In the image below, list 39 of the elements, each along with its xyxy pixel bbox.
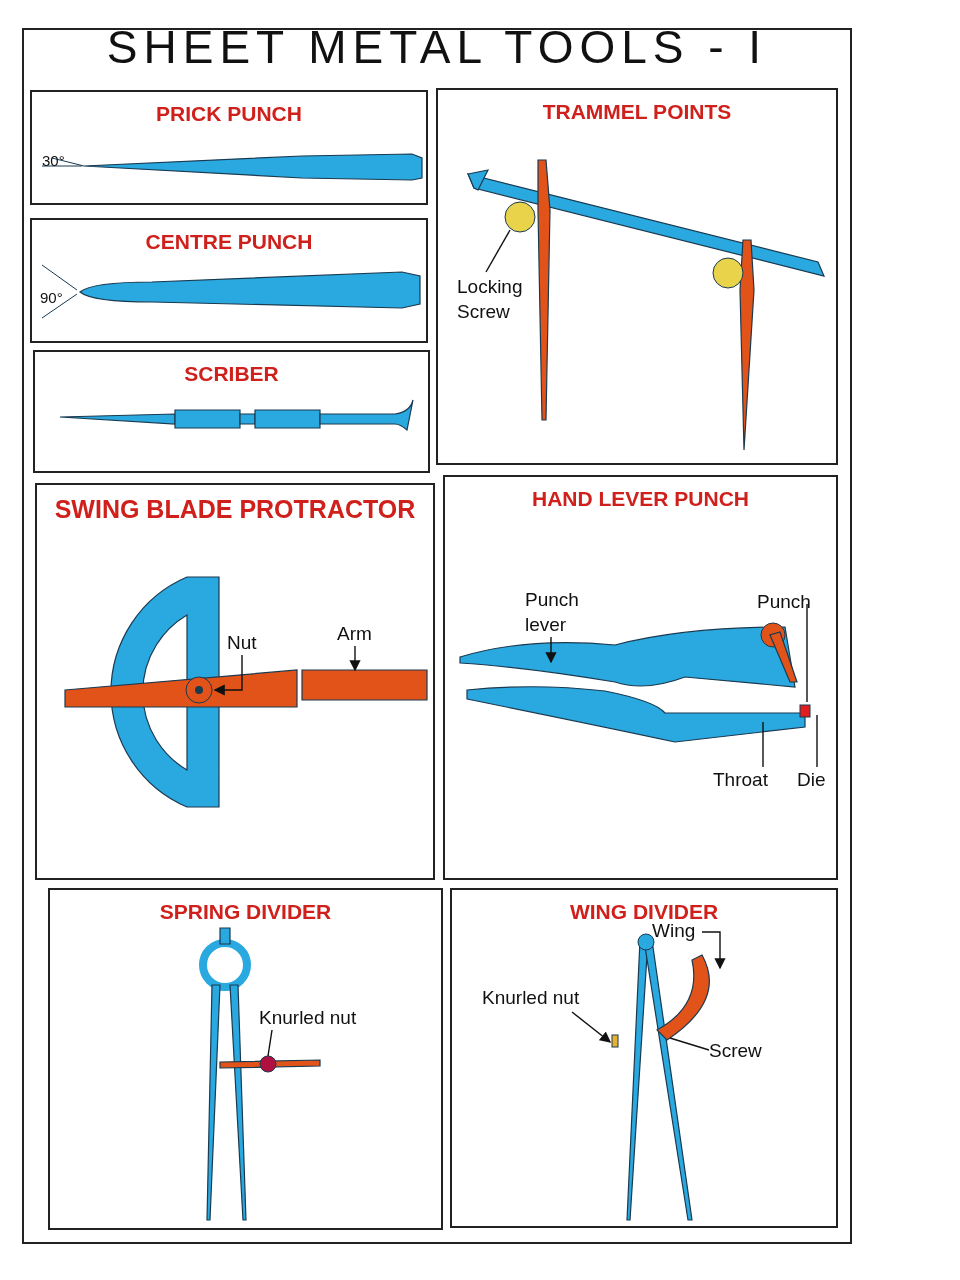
leader-line bbox=[213, 654, 243, 696]
part-label: Punch lever bbox=[525, 587, 605, 637]
tool-panel bbox=[30, 218, 428, 343]
tool-panel bbox=[436, 88, 838, 465]
panel-heading: SCRIBER bbox=[183, 362, 280, 386]
part-label: Die bbox=[797, 767, 826, 792]
leader-line bbox=[701, 931, 726, 970]
part-label: Nut bbox=[227, 630, 257, 655]
panel-heading: HAND LEVER PUNCH bbox=[531, 487, 750, 511]
tool-panel bbox=[48, 888, 443, 1230]
part-label: Arm bbox=[337, 621, 372, 646]
angle-label: 90° bbox=[40, 288, 63, 308]
tool-panel bbox=[35, 483, 435, 880]
panel-heading: SPRING DIVIDER bbox=[158, 900, 333, 924]
leader-line bbox=[806, 603, 808, 703]
leader-line bbox=[571, 1011, 612, 1043]
part-label: Throat bbox=[713, 767, 768, 792]
panel-heading: PRICK PUNCH bbox=[155, 102, 303, 126]
tool-panel bbox=[30, 90, 428, 205]
leader-line bbox=[267, 1029, 273, 1057]
leader-line bbox=[485, 229, 511, 273]
tool-panel bbox=[443, 475, 838, 880]
panel-heading: CENTRE PUNCH bbox=[144, 230, 314, 254]
panel-heading: TRAMMEL POINTS bbox=[541, 100, 733, 124]
leader-line bbox=[545, 636, 557, 664]
leader-line bbox=[816, 714, 818, 768]
tool-panel bbox=[33, 350, 430, 473]
angle-label: 30° bbox=[42, 151, 65, 171]
leader-line bbox=[762, 721, 764, 768]
leader-line bbox=[349, 645, 361, 672]
panel-heading: SWING BLADE PROTRACTOR bbox=[53, 495, 417, 524]
poster-title: SHEET METAL TOOLS - I bbox=[105, 20, 769, 74]
tool-panel bbox=[450, 888, 838, 1228]
part-label: Knurled nut bbox=[259, 1005, 357, 1030]
part-label: Punch bbox=[757, 589, 811, 614]
part-label: Knurled nut bbox=[482, 985, 580, 1010]
leader-line bbox=[669, 1037, 710, 1051]
part-label: Screw bbox=[709, 1038, 762, 1063]
part-label: Locking Screw bbox=[457, 274, 537, 324]
